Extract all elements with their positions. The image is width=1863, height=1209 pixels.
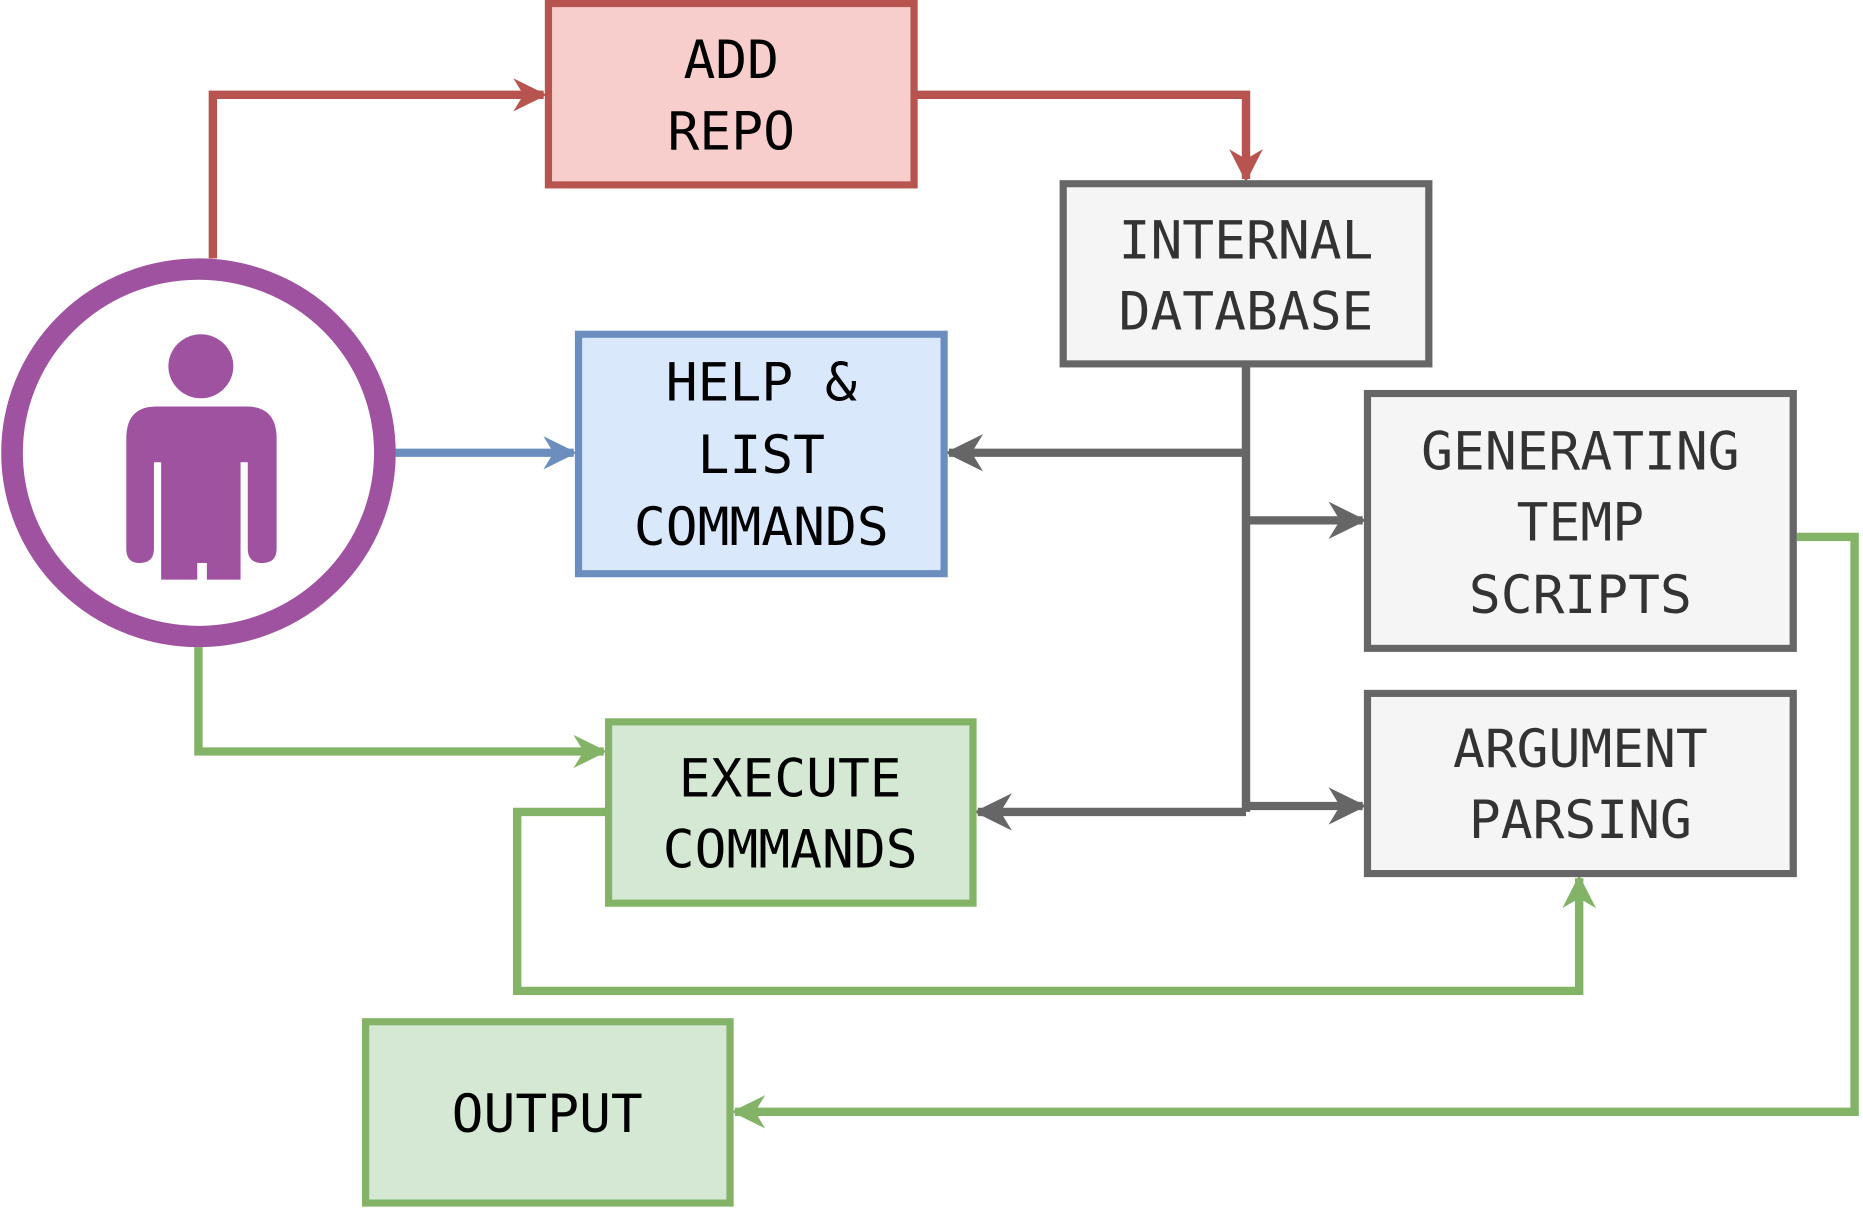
edge-user-to-add-repo — [208, 78, 547, 259]
help-label: COMMANDS — [634, 498, 889, 559]
internal-database-box: INTERNAL DATABASE — [1059, 180, 1433, 368]
edge-execute-to-argument — [512, 807, 1596, 996]
output-label: OUTPUT — [452, 1084, 643, 1145]
execute-commands-box: EXECUTE COMMANDS — [604, 718, 977, 907]
database-label: INTERNAL — [1119, 211, 1374, 272]
help-label: HELP & — [666, 353, 857, 414]
help-label: LIST — [698, 425, 825, 486]
generating-label: GENERATING — [1421, 422, 1739, 483]
user-node — [1, 258, 396, 648]
execute-label: COMMANDS — [663, 820, 918, 881]
edge-generating-to-output — [731, 532, 1859, 1129]
edge-user-to-execute — [194, 647, 608, 769]
generating-temp-scripts-box: GENERATING TEMP SCRIPTS — [1363, 389, 1797, 652]
add-repo-label: ADD — [683, 31, 779, 92]
help-list-box: HELP & LIST COMMANDS — [574, 330, 948, 578]
add-repo-box: ADD REPO — [544, 0, 918, 189]
output-box: OUTPUT — [362, 1018, 734, 1207]
argument-parsing-box: ARGUMENT PARSING — [1363, 689, 1797, 878]
argument-label: ARGUMENT — [1453, 719, 1708, 780]
database-label: DATABASE — [1119, 282, 1374, 343]
generating-label: TEMP — [1517, 493, 1644, 554]
user-icon — [126, 334, 277, 580]
add-repo-label: REPO — [668, 102, 795, 163]
generating-label: SCRIPTS — [1469, 565, 1692, 626]
execute-label: EXECUTE — [679, 749, 902, 810]
edge-add-repo-to-database — [914, 90, 1263, 183]
argument-label: PARSING — [1469, 790, 1692, 851]
